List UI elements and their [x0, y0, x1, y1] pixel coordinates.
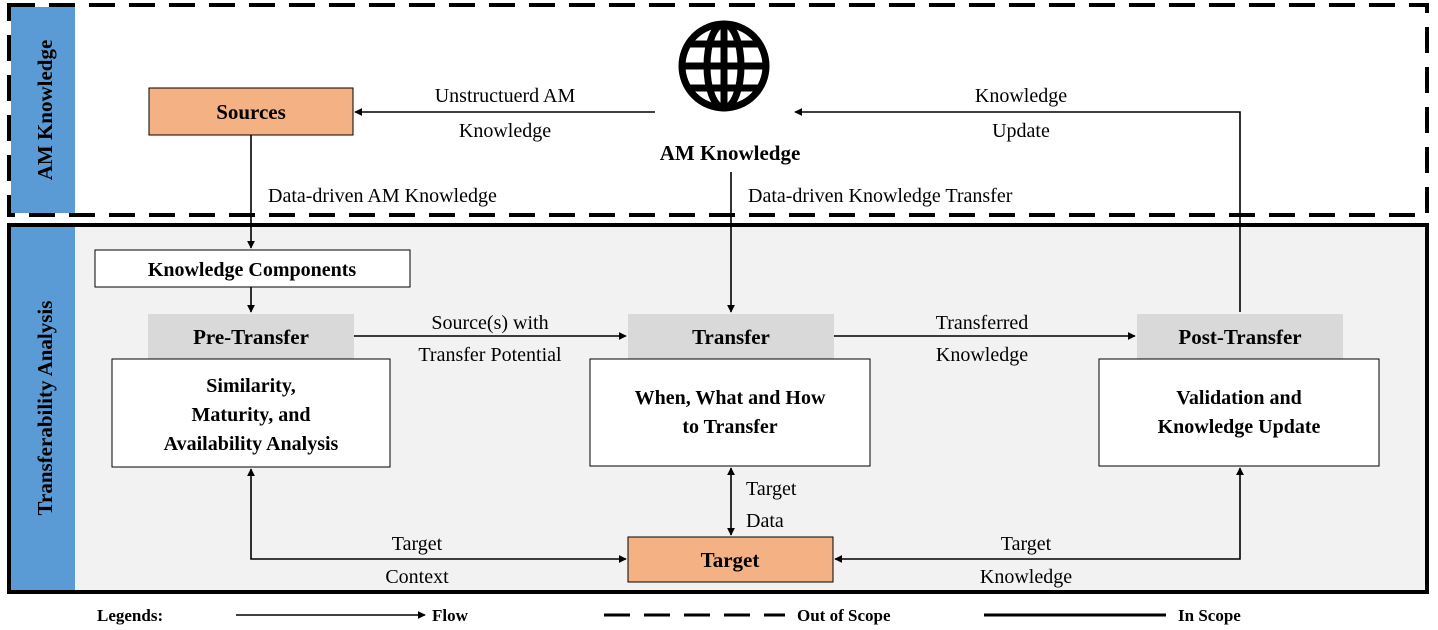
transfer-body-line-2: to Transfer	[682, 416, 777, 438]
edge-label-knowledge-update-2: Update	[992, 120, 1050, 142]
sources-node	[148, 87, 354, 136]
post-transfer-body	[1098, 358, 1380, 467]
legend-flow-label: Flow	[432, 606, 469, 625]
am-knowledge-side-label-bg	[11, 7, 75, 213]
pre-transfer-body-line-3: Availability Analysis	[164, 433, 339, 455]
arrow-post-target	[834, 467, 1244, 563]
pre-transfer-body-line-2: Maturity, and	[192, 404, 311, 426]
edge-label-target-context-1: Target	[392, 533, 443, 555]
target-node	[627, 536, 834, 583]
edge-label-data-driven-transfer: Data-driven Knowledge Transfer	[748, 185, 1013, 207]
arrow-post-to-am	[794, 108, 1241, 312]
post-transfer-header-label: Post-Transfer	[1178, 325, 1301, 349]
target-node-label: Target	[701, 548, 760, 572]
edge-label-knowledge-update-1: Knowledge	[975, 85, 1067, 107]
edge-label-transferred-2: Knowledge	[936, 344, 1028, 366]
transfer-body	[589, 358, 871, 467]
transfer-header-label: Transfer	[692, 325, 770, 349]
knowledge-components-label: Knowledge Components	[148, 259, 357, 281]
transferability-side-label-bg	[11, 227, 75, 590]
edge-label-target-knowledge-1: Target	[1001, 533, 1052, 555]
edge-label-source-potential-1: Source(s) with	[431, 312, 548, 334]
post-transfer-body-line-1: Validation and	[1176, 387, 1301, 409]
transfer-header	[628, 314, 834, 359]
edge-label-source-potential-2: Transfer Potential	[418, 344, 562, 366]
am-knowledge-node-label: AM Knowledge	[660, 141, 801, 165]
globe-icon	[678, 20, 770, 112]
edge-label-unstructured-2: Knowledge	[459, 120, 551, 142]
legend: Legends: Flow Out of Scope In Scope	[97, 606, 1241, 625]
legend-out-of-scope-label: Out of Scope	[797, 606, 891, 625]
am-knowledge-side-label: AM Knowledge	[33, 40, 57, 181]
legend-in-scope-label: In Scope	[1178, 606, 1241, 625]
pre-transfer-header	[148, 314, 354, 359]
post-transfer-header	[1137, 314, 1343, 359]
pre-transfer-body	[111, 358, 391, 468]
knowledge-components-node	[94, 249, 411, 288]
post-transfer-body-line-2: Knowledge Update	[1158, 416, 1321, 438]
edge-label-data-driven-am: Data-driven AM Knowledge	[268, 185, 497, 207]
edge-label-target-data-1: Target	[746, 478, 797, 500]
sources-node-label: Sources	[216, 100, 286, 124]
edge-label-target-data-2: Data	[746, 510, 784, 532]
edge-label-transferred-1: Transferred	[936, 312, 1029, 334]
edge-label-unstructured-1: Unstructuerd AM	[435, 85, 576, 107]
pre-transfer-header-label: Pre-Transfer	[193, 325, 309, 349]
pre-transfer-body-line-1: Similarity,	[206, 375, 295, 397]
edge-label-target-context-2: Context	[385, 566, 449, 588]
transferability-side-label: Transferability Analysis	[33, 301, 57, 516]
legend-title: Legends:	[97, 606, 163, 625]
arrow-pre-target	[247, 468, 627, 563]
edge-label-target-knowledge-2: Knowledge	[980, 566, 1072, 588]
transfer-body-line-1: When, What and How	[635, 387, 826, 409]
